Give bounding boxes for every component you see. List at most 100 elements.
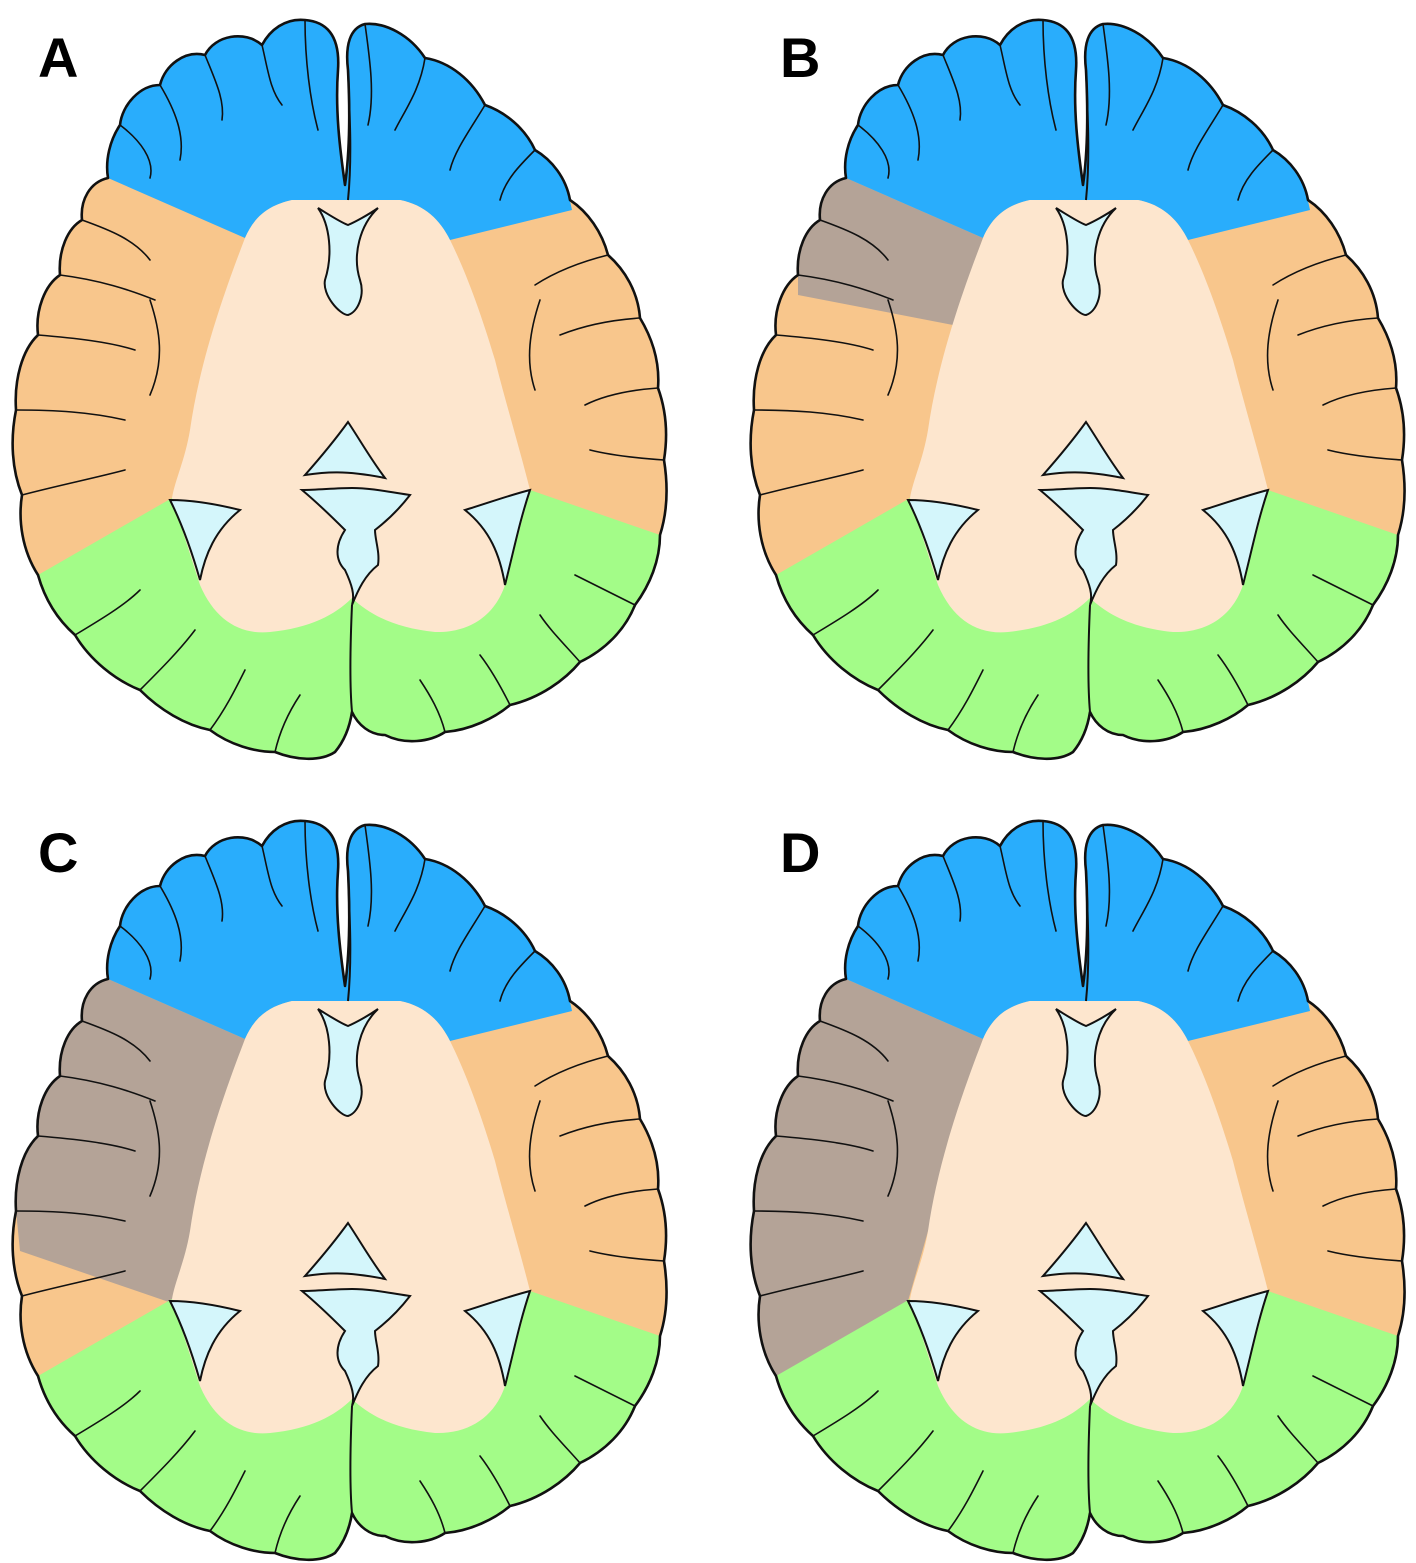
sulcus-line <box>1266 299 1279 391</box>
frontal-region <box>107 19 573 241</box>
brain-outline <box>11 819 668 1562</box>
brain-diagram-a <box>11 18 668 761</box>
panel-label-b: B <box>780 26 821 89</box>
sulcus-line <box>1272 254 1347 286</box>
ventricle <box>1200 1289 1270 1387</box>
sulcus-line <box>261 44 283 106</box>
ventricle <box>1055 207 1117 317</box>
sulcus-line <box>574 1375 636 1407</box>
sulcus-line <box>21 469 126 496</box>
sulcus-line <box>584 387 659 406</box>
sulcus-line <box>797 1075 894 1102</box>
sulcus-line <box>812 589 879 636</box>
sulcus-line <box>1272 1055 1347 1087</box>
sulcus-line <box>1277 1415 1319 1464</box>
sulcus-line <box>1327 1250 1403 1262</box>
sulcus-line <box>887 1100 899 1197</box>
sulcus-line <box>81 1020 151 1062</box>
frontal-region <box>845 820 1310 1041</box>
sulcus-line <box>1187 905 1224 972</box>
sulcus-line <box>999 44 1021 106</box>
sulcus-line <box>1012 1495 1039 1554</box>
panel-label-d: D <box>780 821 821 884</box>
sulcus-line <box>528 299 541 391</box>
sulcus-line <box>304 820 319 932</box>
sulcus-line <box>74 589 141 636</box>
sulcus-line <box>449 104 486 171</box>
sulcus-line <box>119 124 152 179</box>
sulcus-line <box>819 1020 889 1062</box>
sulcus-line <box>394 57 426 131</box>
ventricle <box>1055 1008 1117 1118</box>
sulcus-line <box>819 219 889 261</box>
sulcus-line <box>364 23 373 126</box>
ventricle <box>906 1299 981 1382</box>
sulcus-line <box>204 855 224 922</box>
sulcus-line <box>59 1075 156 1102</box>
posterior-fissure <box>349 1405 353 1514</box>
sulcus-line <box>534 1055 609 1087</box>
sulcus-line <box>539 614 581 663</box>
sulcus-line <box>539 1415 581 1464</box>
sulcus-line <box>304 19 319 131</box>
sulcus-line <box>81 219 151 261</box>
sulcus-line <box>1187 104 1224 171</box>
brain-group <box>749 18 1406 761</box>
sulcus-line <box>584 1188 659 1207</box>
sulcus-line <box>149 1100 161 1197</box>
sulcus-line <box>775 334 874 351</box>
central-deep-region <box>910 200 1268 633</box>
sulcus-line <box>209 669 246 731</box>
ventricle <box>302 1221 388 1281</box>
sulcus-line <box>947 1470 984 1532</box>
sulcus-line <box>1237 950 1274 1002</box>
sulcus-line <box>1277 614 1319 663</box>
sulcus-line <box>589 449 665 461</box>
sulcus-line <box>119 925 152 980</box>
sulcus-line <box>449 905 486 972</box>
sulcus-line <box>942 855 962 922</box>
ventricle <box>302 420 388 480</box>
lesion-region <box>797 178 983 325</box>
sulcus-line <box>1237 149 1274 201</box>
brain-group <box>11 819 668 1562</box>
sulcus-line <box>887 299 899 396</box>
sulcus-line <box>159 84 183 161</box>
panel-label-c: C <box>38 821 79 884</box>
ventricle <box>1037 1287 1150 1407</box>
sulcus-line <box>534 254 609 286</box>
sulcus-line <box>274 694 301 753</box>
sulcus-line <box>1322 1188 1397 1207</box>
ventricle <box>168 498 243 581</box>
sulcus-line <box>419 1480 446 1534</box>
sulcus-line <box>1157 679 1184 733</box>
central-deep-region <box>910 1001 1268 1434</box>
sulcus-line <box>37 1135 136 1152</box>
sulcus-line <box>753 409 864 421</box>
brain-outline <box>749 819 1406 1562</box>
ventricle <box>168 1299 243 1382</box>
sulcus-line <box>1132 858 1164 932</box>
sulcus-line <box>74 1390 141 1437</box>
ventricle <box>462 488 532 586</box>
sulcus-line <box>1217 1455 1249 1507</box>
sulcus-line <box>1042 820 1057 932</box>
ventricle <box>1040 420 1126 480</box>
panel-a: A <box>0 0 708 781</box>
sulcus-line <box>1312 1375 1374 1407</box>
sulcus-line <box>897 885 921 962</box>
ventricle <box>906 498 981 581</box>
sulcus-line <box>1042 19 1057 131</box>
brain-outline <box>749 18 1406 761</box>
sulcus-line <box>857 925 890 980</box>
sulcus-line <box>775 1135 874 1152</box>
sulcus-line <box>261 845 283 907</box>
sulcus-line <box>15 409 126 421</box>
sulcus-line <box>897 84 921 161</box>
sulcus-line <box>479 654 511 706</box>
sulcus-line <box>947 669 984 731</box>
sulcus-line <box>1157 1480 1184 1534</box>
sulcus-line <box>1312 574 1374 606</box>
sulcus-line <box>877 629 934 691</box>
sulcus-line <box>209 1470 246 1532</box>
